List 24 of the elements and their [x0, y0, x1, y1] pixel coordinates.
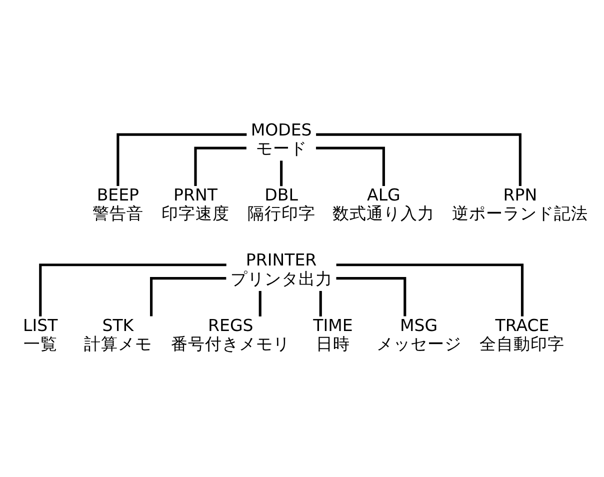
connector [258, 290, 262, 316]
connector [280, 160, 283, 186]
connector [336, 264, 524, 316]
node-text: TRACE 全自動印字 [480, 316, 565, 354]
connector [116, 133, 247, 186]
connector [39, 264, 226, 316]
node-text: LIST 一覧 [23, 316, 58, 354]
connector [336, 277, 406, 316]
node-text: STK 計算メモ [84, 316, 152, 354]
node-text: MSG メッセージ [376, 316, 462, 354]
node-text: REGS 番号付きメモリ [171, 316, 290, 354]
node-text: RPN 逆ポーランド記法 [452, 186, 588, 224]
node-text: BEEP 警告音 [92, 186, 144, 224]
node-text: PRNT 印字速度 [161, 186, 230, 224]
node-text: TIME 日時 [313, 316, 353, 354]
connector [316, 133, 522, 186]
connector [194, 146, 246, 186]
connector [319, 290, 322, 316]
node-text: ALG 数式通り入力 [332, 186, 435, 224]
node-text: PRINTER プリンタ出力 [230, 250, 332, 288]
connector [150, 277, 226, 316]
node-text: MODES モード [250, 120, 312, 158]
connector [316, 146, 385, 186]
node-text: DBL 隔行印字 [247, 186, 316, 224]
